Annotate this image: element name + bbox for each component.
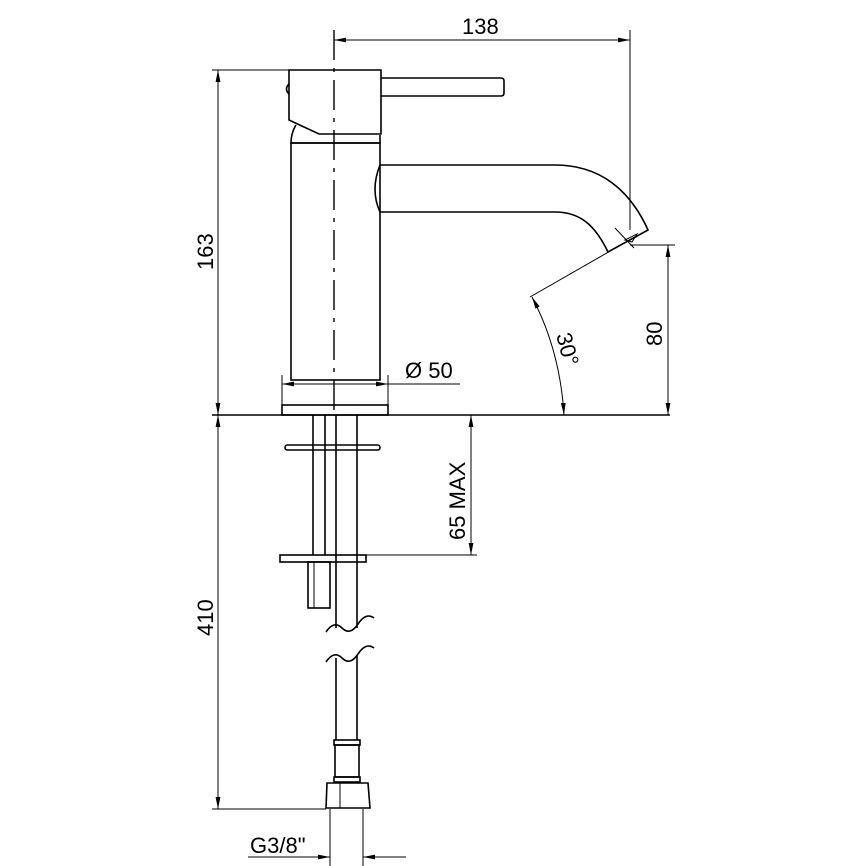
dimension-connection-label: G3/8": [250, 833, 306, 858]
dimension-diameter: Ø 50: [281, 358, 460, 405]
dimension-spout-height-label: 80: [642, 322, 667, 346]
dimension-spout-height: 80: [630, 244, 675, 415]
dimension-deck-thickness: 65 MAX: [366, 415, 477, 556]
dimension-hose-length: 410: [193, 415, 326, 810]
dimension-angle: 30°: [529, 249, 613, 416]
dimension-width-label: 138: [462, 14, 499, 39]
dimension-height: 163: [193, 69, 289, 415]
dimension-diameter-label: Ø 50: [405, 358, 453, 383]
mixer-body: [281, 69, 650, 416]
dimension-hose-length-label: 410: [193, 599, 218, 636]
fixing-assembly: [279, 415, 381, 809]
dimension-height-label: 163: [193, 233, 218, 270]
dimension-width: 138: [334, 14, 631, 230]
dimension-connection: G3/8": [248, 809, 406, 866]
dimension-deck-thickness-label: 65 MAX: [445, 461, 470, 540]
